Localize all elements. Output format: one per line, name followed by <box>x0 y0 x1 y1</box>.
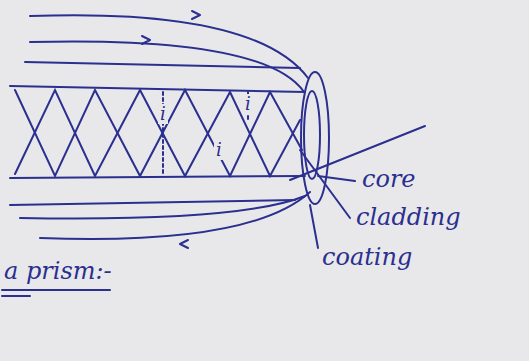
light-ray <box>15 90 302 176</box>
cladding-line <box>25 62 300 68</box>
cladding-line <box>20 196 305 219</box>
cladding-line <box>10 200 295 205</box>
angle-label: i <box>158 104 168 124</box>
leader-line <box>310 205 318 248</box>
coating-line <box>40 192 310 239</box>
angle-label: i <box>243 94 253 114</box>
arrow-head <box>180 240 188 248</box>
angle-label: i <box>214 140 224 160</box>
coating-line <box>30 15 308 78</box>
part-label: coating <box>320 244 414 270</box>
leader-line <box>300 150 350 218</box>
underline <box>2 295 30 297</box>
light-ray <box>15 90 300 176</box>
part-label: core <box>360 166 418 192</box>
arrow-head <box>192 11 200 19</box>
arrow-head <box>142 36 150 44</box>
part-label: cladding <box>354 204 463 230</box>
underline <box>2 289 110 291</box>
heading-note: a prism:- <box>2 258 114 284</box>
leader-line <box>318 176 355 181</box>
